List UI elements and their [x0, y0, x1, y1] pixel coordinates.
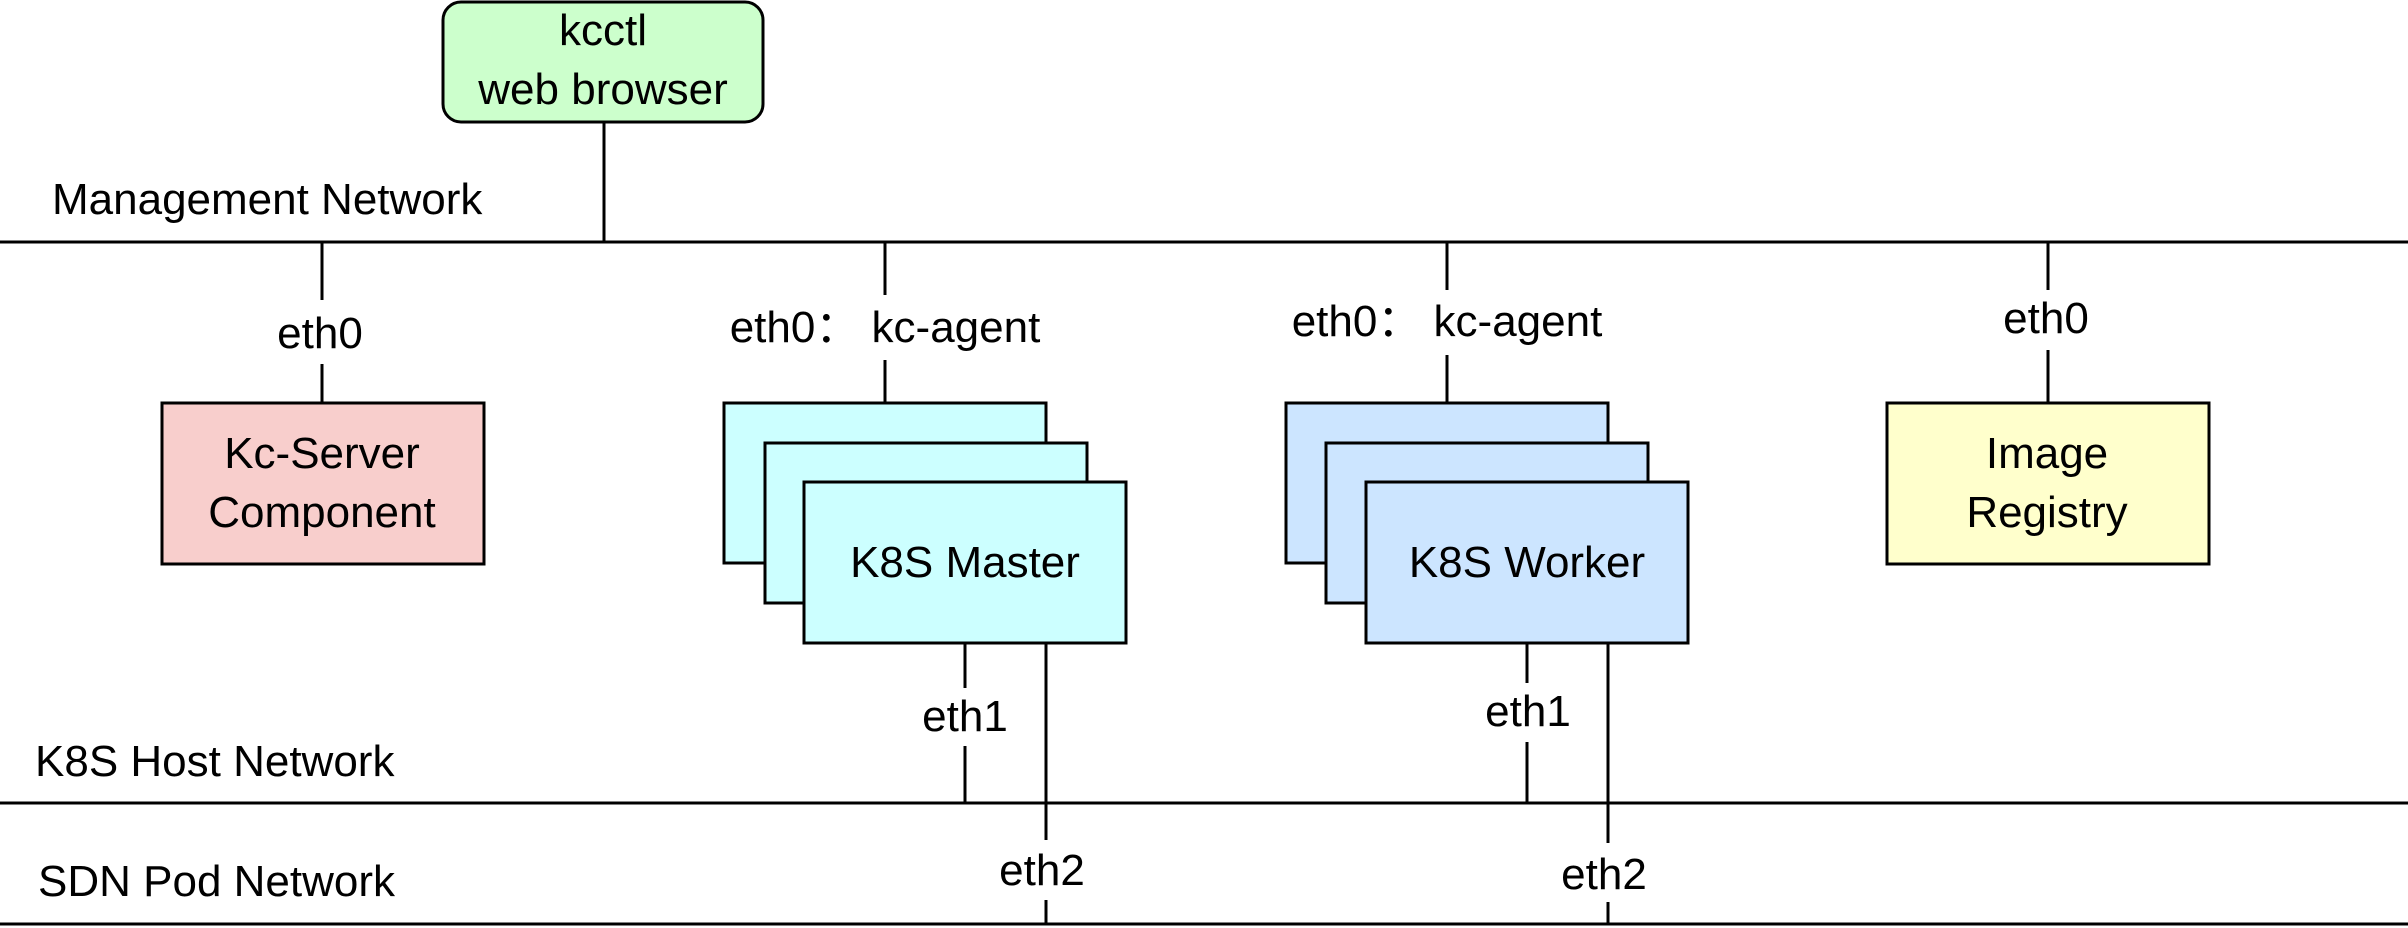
management-network-label: Management Network — [52, 175, 483, 224]
worker-eth0-label: eth0： kc-agent — [1292, 297, 1603, 346]
kc-server-label-line2: Component — [208, 488, 435, 537]
client-label-line1: kcctl — [559, 6, 647, 55]
master-box-front — [802, 480, 1128, 645]
sdn-network-label: SDN Pod Network — [38, 857, 396, 906]
kc-server-box — [160, 401, 486, 566]
worker-eth1-label: eth1 — [1485, 687, 1571, 736]
image-registry-box — [1885, 401, 2211, 566]
registry-label-line2: Registry — [1966, 488, 2127, 537]
registry-eth0-label: eth0 — [2003, 294, 2089, 343]
client-label-line2: web browser — [477, 65, 727, 114]
kc-server-node: eth0 Kc-Server Component — [160, 242, 486, 566]
master-eth2-label: eth2 — [999, 846, 1085, 895]
master-label: K8S Master — [850, 538, 1080, 587]
master-eth1-label: eth1 — [922, 692, 1008, 741]
k8s-master-node: eth0： kc-agent K8S Master eth1 eth2 — [722, 242, 1128, 924]
master-eth0-label: eth0： kc-agent — [730, 303, 1041, 352]
k8s-worker-node: eth0： kc-agent K8S Worker eth1 eth2 — [1284, 242, 1690, 924]
server-eth0-label: eth0 — [277, 309, 363, 358]
worker-box-front — [1364, 480, 1690, 645]
image-registry-node: eth0 Image Registry — [1885, 242, 2211, 566]
host-network-label: K8S Host Network — [35, 737, 395, 786]
kc-server-label-line1: Kc-Server — [224, 429, 420, 478]
registry-label-line1: Image — [1986, 429, 2108, 478]
worker-eth2-label: eth2 — [1561, 850, 1647, 899]
worker-label: K8S Worker — [1409, 538, 1645, 587]
client-node: kcctl web browser — [441, 0, 765, 124]
